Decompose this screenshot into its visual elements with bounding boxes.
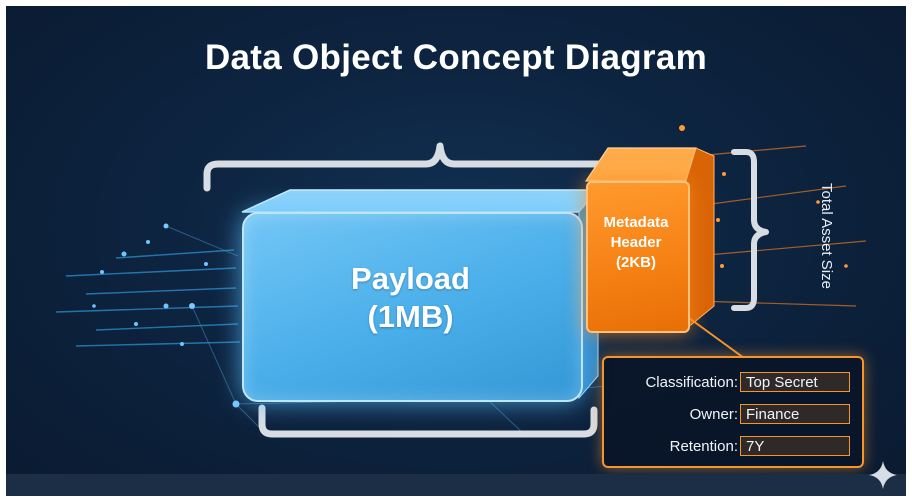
metadata-field-value: Finance <box>740 404 850 424</box>
metadata-field-label: Retention: <box>669 438 738 455</box>
metadata-header-block <box>586 181 690 333</box>
data-streaks-left <box>55 249 241 347</box>
bottom-bracket <box>258 404 598 438</box>
metadata-field-row: Retention: 7Y <box>604 436 862 458</box>
metadata-field-label: Owner: <box>689 406 738 423</box>
metadata-label-line3: (2KB) <box>616 254 656 271</box>
payload-label-line1: Payload <box>351 261 470 296</box>
metadata-header-label: Metadata Header (2KB) <box>586 213 686 273</box>
payload-block <box>242 212 583 402</box>
metadata-top-face <box>584 147 697 182</box>
metadata-field-row: Owner: Finance <box>604 404 862 426</box>
payload-top-face <box>241 189 600 213</box>
diagram-canvas: Data Object Concept Diagram Payload (1MB… <box>6 6 906 496</box>
total-asset-size-label: Total Asset Size <box>818 183 835 289</box>
metadata-field-value: Top Secret <box>740 372 850 392</box>
data-dots-right <box>679 125 848 268</box>
metadata-field-value: 7Y <box>740 436 850 456</box>
payload-label: Payload (1MB) <box>242 260 579 336</box>
metadata-label-line1: Metadata <box>603 214 669 231</box>
sparkle-icon <box>869 461 897 489</box>
metadata-field-row: Classification: Top Secret <box>604 372 862 394</box>
payload-label-line2: (1MB) <box>367 299 454 334</box>
data-streaks-right <box>695 145 867 307</box>
bottom-strip <box>6 474 906 496</box>
metadata-label-line2: Header <box>610 234 662 251</box>
metadata-field-label: Classification: <box>645 374 738 391</box>
data-dots-left <box>92 240 208 346</box>
metadata-fields-panel: Classification: Top Secret Owner: Financ… <box>602 356 864 468</box>
right-brace <box>731 149 769 311</box>
diagram-title: Data Object Concept Diagram <box>204 38 708 77</box>
metadata-side-face <box>685 147 715 331</box>
